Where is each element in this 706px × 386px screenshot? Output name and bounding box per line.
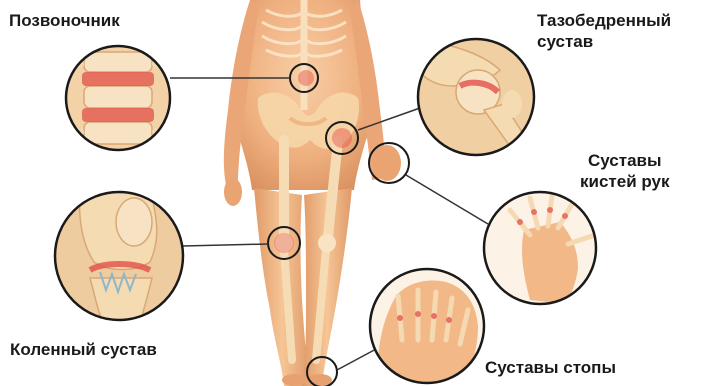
label-hip-line1: Тазобедренный xyxy=(537,10,671,31)
knee-connector-line xyxy=(183,244,268,246)
label-spine: Позвоночник xyxy=(9,10,120,31)
foot-connector-line xyxy=(337,348,378,370)
label-foot-joints: Суставы стопы xyxy=(485,357,616,378)
foot-closeup-icon xyxy=(370,269,484,384)
label-hand-line2: кистей рук xyxy=(580,171,670,192)
knee-closeup-icon xyxy=(54,190,184,322)
label-hand-joints: Суставы кистей рук xyxy=(580,150,670,192)
hip-closeup-icon xyxy=(410,36,542,160)
label-knee-joint: Коленный сустав xyxy=(10,339,157,360)
wrist-connector-line xyxy=(406,175,488,224)
spine-closeup-icon xyxy=(60,40,180,160)
label-hip-joint: Тазобедренный сустав xyxy=(537,10,671,52)
label-hip-line2: сустав xyxy=(537,31,671,52)
label-hand-line1: Суставы xyxy=(580,150,670,171)
hand-closeup-icon xyxy=(484,192,596,304)
